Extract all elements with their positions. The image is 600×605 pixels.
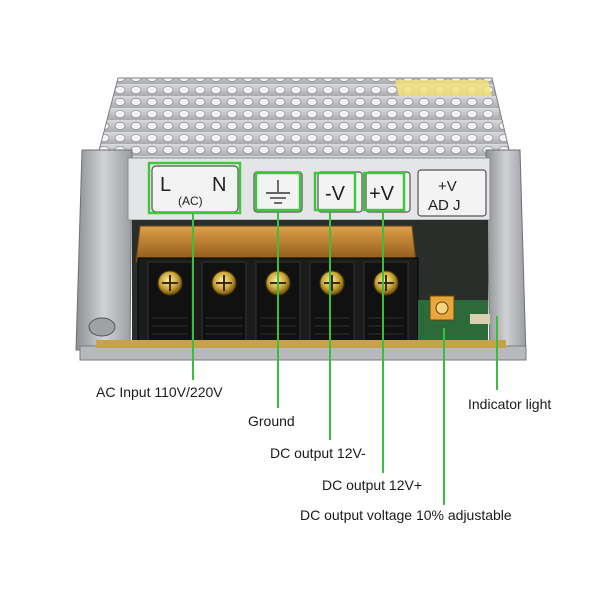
highlight-ac	[147, 161, 242, 215]
callout-dc-plus: DC output 12V+	[322, 477, 423, 493]
mounting-screw	[88, 317, 116, 337]
potentiometer	[429, 295, 455, 321]
minus-v-label: -V	[325, 183, 346, 205]
callout-ac-input: AC Input 110V/220V	[96, 384, 223, 400]
neutral-label: N	[212, 174, 226, 196]
leader-lines	[192, 210, 498, 505]
bottom-rail	[79, 345, 527, 361]
pcb-edge	[96, 340, 506, 348]
ground-icon	[266, 180, 290, 204]
perforated-top-cover	[95, 77, 513, 163]
callout-dc-adjust: DC output voltage 10% adjustable	[300, 507, 512, 523]
right-side-wall	[485, 149, 527, 359]
label-box-adjust	[417, 169, 487, 217]
plus-v-label: +V	[369, 183, 395, 205]
indicator-led	[470, 314, 490, 324]
ac-label: (AC)	[178, 194, 203, 208]
callout-indicator: Indicator light	[468, 396, 552, 412]
adjust-label-bottom: AD J	[428, 197, 461, 214]
highlight-minus	[313, 171, 357, 212]
callout-ground: Ground	[248, 413, 295, 429]
live-label: L	[160, 174, 171, 196]
adjust-label-top: +V	[438, 178, 457, 195]
callout-dc-minus: DC output 12V-	[270, 445, 366, 461]
terminal-cover	[135, 225, 417, 263]
